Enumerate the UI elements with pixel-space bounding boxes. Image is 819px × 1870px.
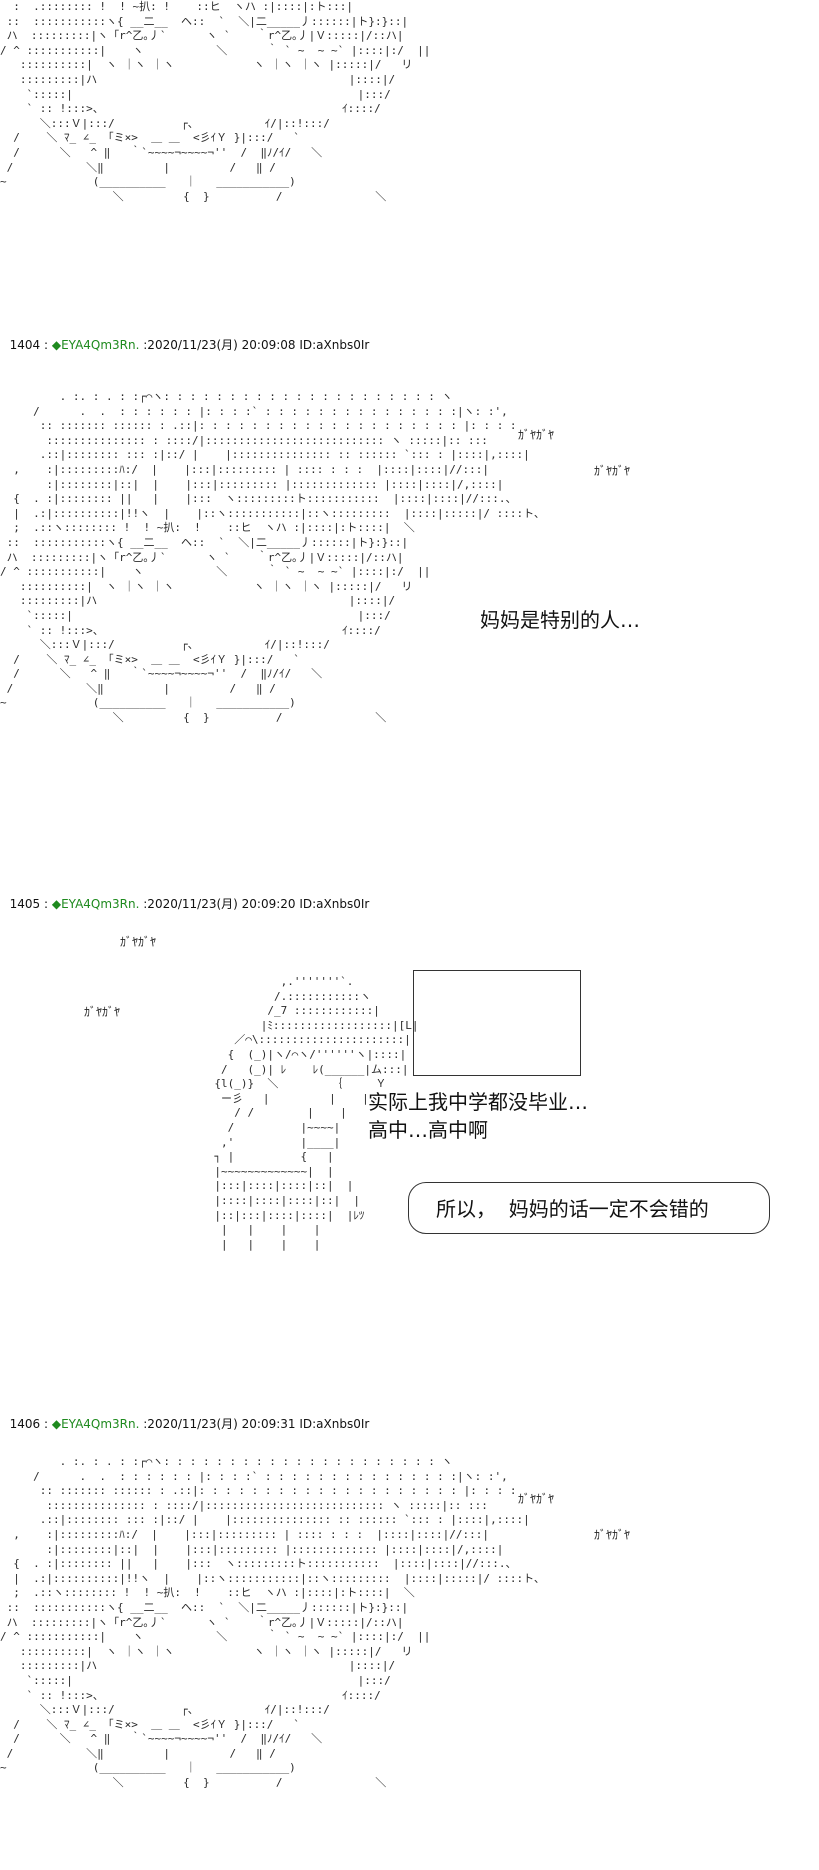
ascii-art-face: . :. : . : :┌⌒ヽ: : : : : : : : : : : : :… [0,390,545,725]
ascii-art-face-fragment: : .:::::::: ! ! ~扒: ! ::ヒ ヽハ :|::::|:ト::… [0,0,431,203]
speech-line: 妈妈是特别的人… [480,608,640,632]
post-meta: :2020/11/23(月) 20:09:20 ID:aXnbs0Ir [139,897,370,911]
speech-line: 实际上我中学都没毕业… [368,1090,588,1114]
sfx-chatter: ｶﾞﾔｶﾞﾔ [518,428,555,442]
poster-name[interactable]: ◆EYA4Qm3Rn. [51,897,140,911]
post-number: 1406 : [9,1417,52,1431]
post-header-1404: 1404 : ◆EYA4Qm3Rn. :2020/11/23(月) 20:09:… [2,322,370,353]
ascii-art-face: . :. : . : :┌⌒ヽ: : : : : : : : : : : : :… [0,1455,545,1790]
blank-sign-board [413,970,581,1076]
poster-name[interactable]: ◆EYA4Qm3Rn. [51,1417,140,1431]
sfx-chatter: ｶﾞﾔｶﾞﾔ [594,464,631,478]
speech-line: 高中…高中啊 [368,1118,488,1142]
sfx-chatter: ｶﾞﾔｶﾞﾔ [518,1492,555,1506]
sfx-chatter: ｶﾞﾔｶﾞﾔ [84,1005,121,1019]
sfx-chatter: ｶﾞﾔｶﾞﾔ [594,1528,631,1542]
ascii-art-robot: ,.'''''''`. /.:::::::::::ヽ /_7 :::::::::… [214,975,419,1251]
post-meta: :2020/11/23(月) 20:09:31 ID:aXnbs0Ir [139,1417,370,1431]
post-meta: :2020/11/23(月) 20:09:08 ID:aXnbs0Ir [139,338,370,352]
sfx-chatter: ｶﾞﾔｶﾞﾔ [120,935,157,949]
post-number: 1405 : [9,897,52,911]
post-number: 1404 : [9,338,52,352]
speech-bubble [408,1182,770,1234]
poster-name[interactable]: ◆EYA4Qm3Rn. [51,338,140,352]
speech-bubble-text: 所以， 妈妈的话一定不会错的 [436,1197,709,1221]
post-header-1405: 1405 : ◆EYA4Qm3Rn. :2020/11/23(月) 20:09:… [2,881,370,912]
post-header-1406: 1406 : ◆EYA4Qm3Rn. :2020/11/23(月) 20:09:… [2,1401,370,1432]
